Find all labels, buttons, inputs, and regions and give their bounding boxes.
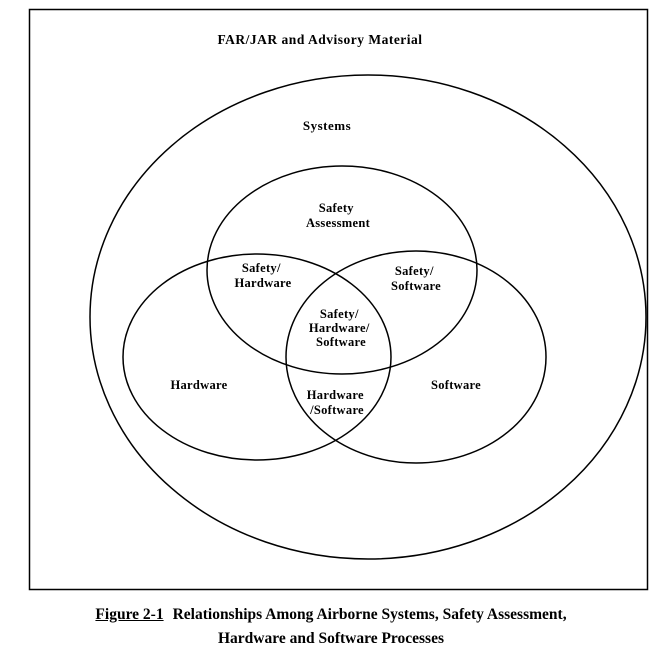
software-circle — [285, 250, 547, 464]
hardware-circle — [122, 253, 392, 461]
hardware-software-label: Hardware /Software — [307, 388, 367, 417]
safety-hardware-software-label: Safety/ Hardware/ Software — [309, 307, 373, 349]
figure-number: Figure 2-1 — [95, 606, 164, 623]
venn-diagram: FAR/JAR and Advisory Material Systems Sa… — [28, 8, 649, 591]
safety-software-line2: Software — [391, 279, 441, 293]
safety-hardware-software-line1: Safety/ — [320, 307, 359, 321]
safety-assessment-line1: Safety — [319, 201, 355, 215]
safety-software-line1: Safety/ — [395, 264, 434, 278]
systems-label: Systems — [303, 118, 351, 133]
safety-assessment-circle — [206, 165, 478, 375]
caption-title-line1: Relationships Among Airborne Systems, Sa… — [172, 606, 567, 623]
safety-assessment-label: Safety Assessment — [306, 201, 371, 230]
systems-circle — [89, 74, 647, 560]
safety-hardware-line2: Hardware — [234, 276, 291, 290]
hardware-label: Hardware — [170, 378, 227, 392]
hardware-software-line2: /Software — [309, 403, 364, 417]
caption-line-1: Figure 2-1 Relationships Among Airborne S… — [0, 603, 662, 627]
safety-assessment-line2: Assessment — [306, 216, 371, 230]
safety-software-label: Safety/ Software — [391, 264, 441, 293]
software-label: Software — [431, 378, 481, 392]
caption-title-line2: Hardware and Software Processes — [217, 630, 444, 648]
safety-hardware-software-line2: Hardware/ — [309, 321, 370, 335]
figure-border — [28, 8, 649, 591]
hardware-software-line1: Hardware — [307, 388, 364, 402]
safety-hardware-software-line3: Software — [316, 335, 366, 349]
frame-title: FAR/JAR and Advisory Material — [217, 32, 422, 47]
safety-hardware-label: Safety/ Hardware — [234, 261, 291, 290]
figure-caption: Figure 2-1 Relationships Among Airborne S… — [0, 596, 662, 651]
safety-hardware-line1: Safety/ — [242, 261, 281, 275]
